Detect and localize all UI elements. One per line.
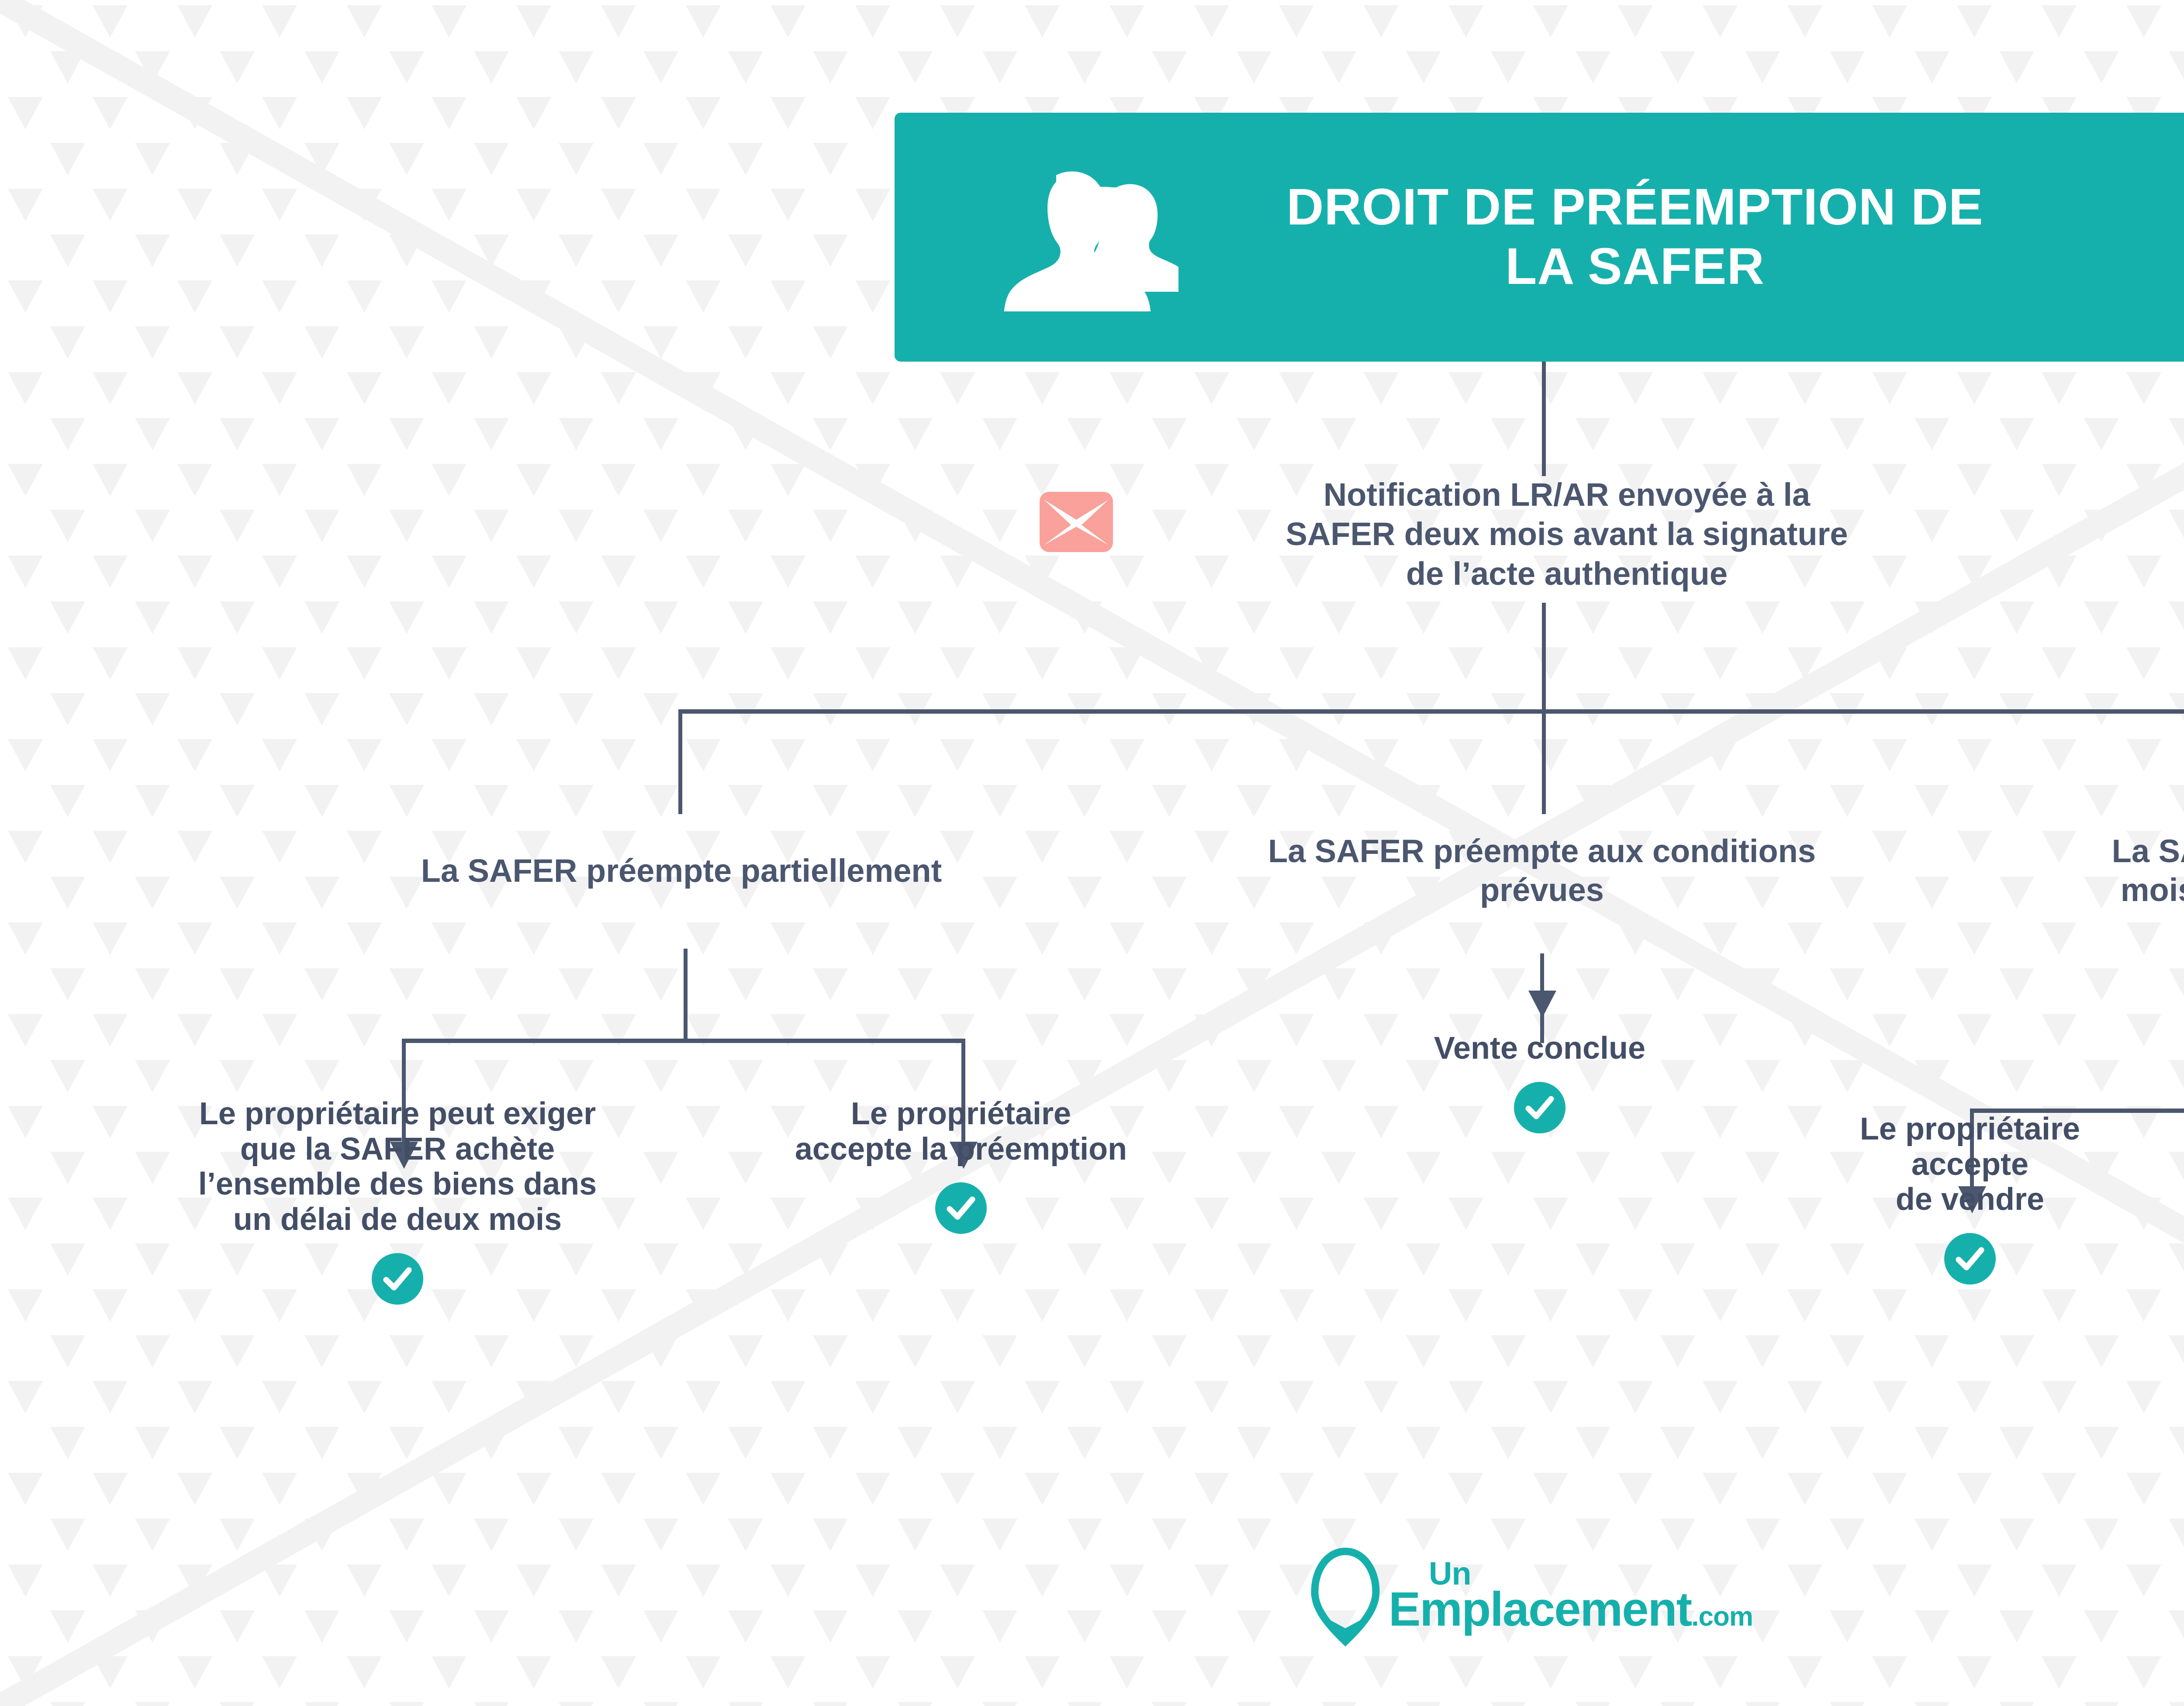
connector-left-leaf2-arrow — [950, 1142, 978, 1169]
connector-right-leaf1-drop — [1970, 1109, 1974, 1196]
leaf-owner-accepts-sale: Le propriétaire accepte de vendre — [1804, 1112, 2136, 1285]
connector-notification-down — [1542, 603, 1546, 712]
leaf-text: Le propriétaire accepte la préemption — [795, 1096, 1127, 1167]
connector-left-bus — [402, 1039, 965, 1043]
branch-label-partial: La SAFER préempte partiellement — [421, 853, 942, 889]
header-banner: DROIT DE PRÉEMPTION DE LA SAFER — [895, 113, 2184, 362]
connector-header-to-notification — [1542, 362, 1546, 476]
connector-branch-left-drop — [678, 709, 682, 814]
leaf-owner-demand-all: Le propriétaire peut exiger que la SAFER… — [111, 1096, 684, 1305]
leaf-text: Vente conclue — [1434, 1031, 1646, 1066]
logo-emplacement-text: Emplacement — [1389, 1582, 1692, 1636]
logo-com-text: .com — [1691, 1601, 1753, 1632]
connector-mid-arrow — [1528, 991, 1556, 1018]
connector-branch-bus — [678, 709, 2184, 714]
connector-left-leaf1-arrow — [390, 1142, 418, 1169]
leaf-owner-accepts-preemption: Le propriétaire accepte la préemption — [712, 1096, 1210, 1234]
envelope-icon — [1040, 492, 1113, 552]
leaf-text: Le propriétaire peut exiger que la SAFER… — [198, 1096, 597, 1237]
logo-wordmark: Un Emplacement .com — [1389, 1555, 1753, 1636]
branch-label-contest: La SAFER conteste le prix, elle a deux m… — [2111, 833, 2184, 908]
logo-un-text: Un — [1429, 1555, 1472, 1592]
check-icon — [1514, 1081, 1565, 1133]
check-icon — [1944, 1233, 1996, 1285]
location-pin-icon — [1311, 1547, 1380, 1647]
leaf-sale-concluded: Vente conclue — [1337, 1031, 1743, 1133]
connector-right-leaf1-arrow — [1958, 1186, 1986, 1213]
brand-logo[interactable]: Un Emplacement .com — [1308, 1546, 1753, 1647]
leaf-text: Le propriétaire accepte de vendre — [1859, 1112, 2080, 1217]
connector-branch-mid-drop — [1542, 709, 1546, 814]
connector-left-leaf2-drop — [961, 1039, 965, 1150]
notification-text: Notification LR/AR envoyée à la SAFER de… — [1286, 477, 1848, 592]
check-icon — [372, 1253, 423, 1305]
page-title: DROIT DE PRÉEMPTION DE LA SAFER — [1286, 178, 1984, 295]
branch-label-conditions: La SAFER préempte aux conditions prévues — [1268, 833, 1816, 908]
connector-left-leaf1-drop — [402, 1039, 406, 1150]
people-icon — [1004, 171, 1178, 311]
connector-right-bus — [1970, 1109, 2184, 1113]
connector-left-stem — [684, 949, 688, 1043]
notification-step: Notification LR/AR envoyée à la SAFER de… — [1040, 475, 2053, 594]
check-icon — [935, 1182, 987, 1234]
